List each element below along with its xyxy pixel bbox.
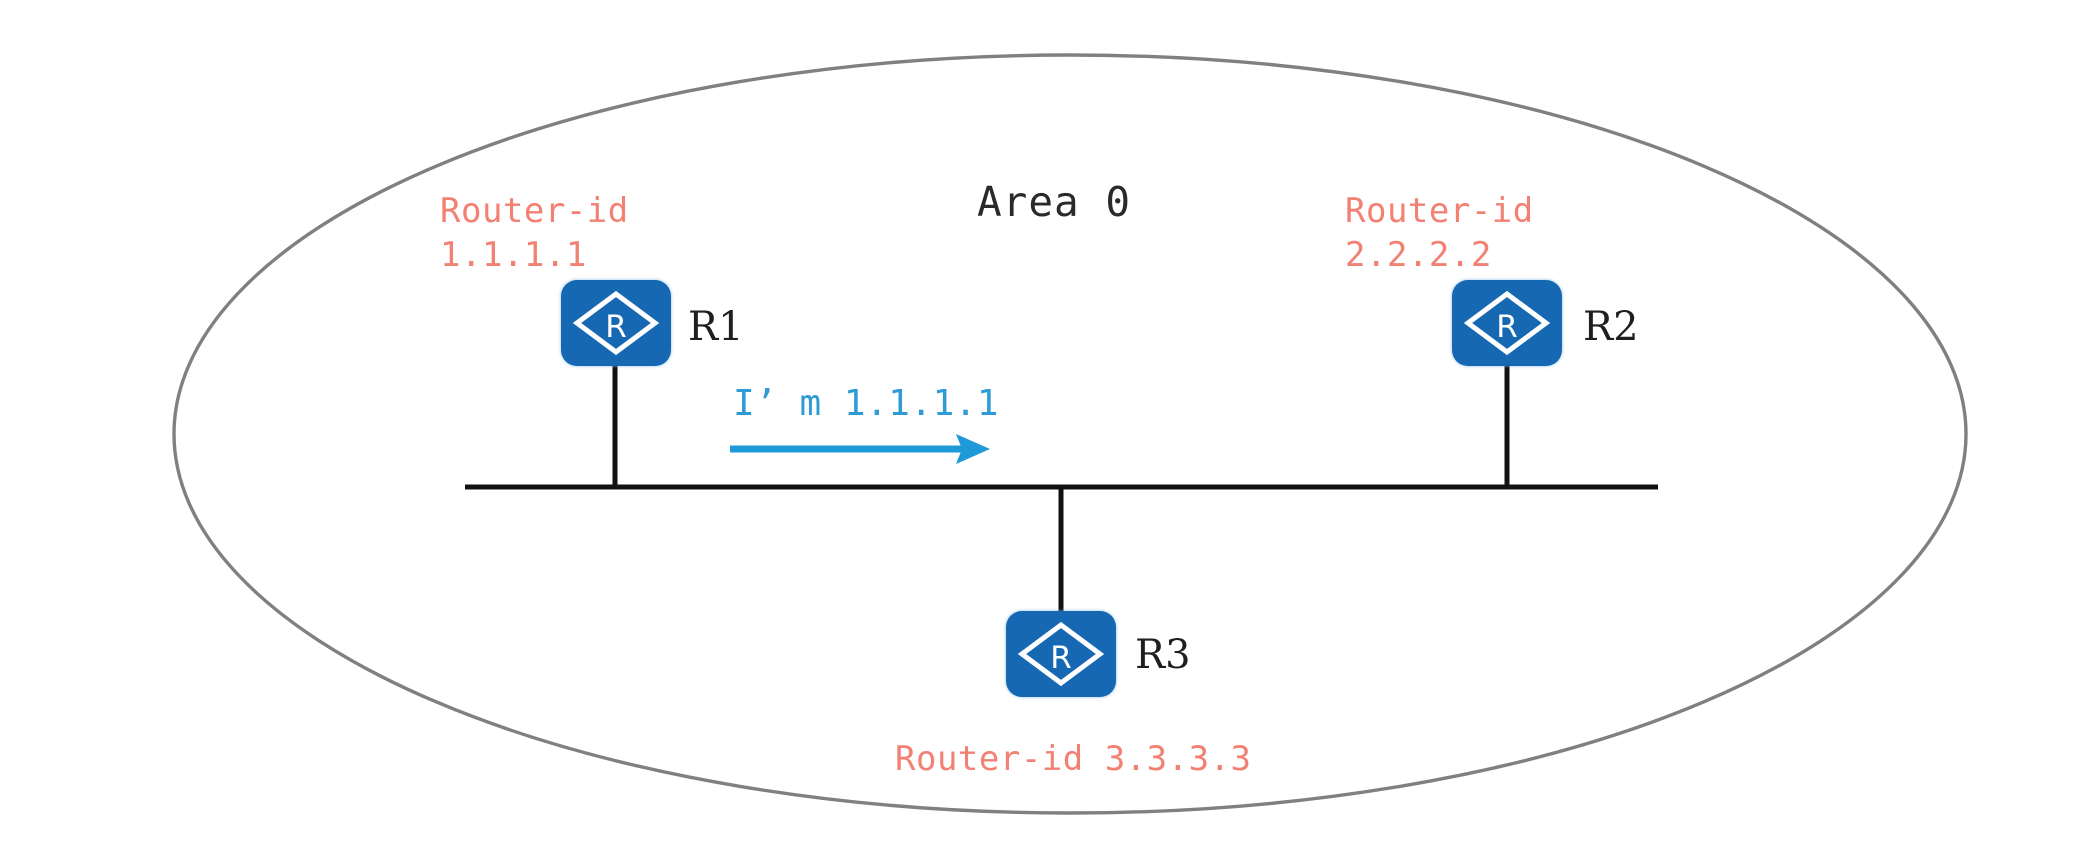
router-id-line2-r2: 2.2.2.2 <box>1345 234 1492 275</box>
advertisement-text: I’ m 1.1.1.1 <box>733 383 1000 424</box>
node-label-r3: R3 <box>1135 632 1191 678</box>
router-diamond-glyph-r2: R <box>1463 290 1551 356</box>
area-boundary-ellipse <box>172 53 1968 815</box>
router-icon-r3[interactable]: R <box>1006 611 1116 697</box>
router-diamond-glyph-r3: R <box>1017 621 1105 687</box>
node-label-r1: R1 <box>688 304 744 350</box>
router-diamond-glyph-r1: R <box>572 290 660 356</box>
router-id-line1-r2: Router-id <box>1345 191 1534 231</box>
svg-text:R: R <box>1496 309 1518 345</box>
router-id-label-r3: Router-id 3.3.3.3 <box>895 739 1252 779</box>
arrow-right-icon <box>730 434 990 464</box>
router-icon-r1[interactable]: R <box>561 280 671 366</box>
router-id-line1-r1: Router-id <box>440 191 629 231</box>
area-label: Area 0 <box>977 178 1132 226</box>
svg-text:R: R <box>1050 640 1072 676</box>
router-icon-r2[interactable]: R <box>1452 280 1562 366</box>
node-label-r2: R2 <box>1583 304 1639 350</box>
router-id-line2-r1: 1.1.1.1 <box>440 234 587 275</box>
svg-text:R: R <box>605 309 627 345</box>
